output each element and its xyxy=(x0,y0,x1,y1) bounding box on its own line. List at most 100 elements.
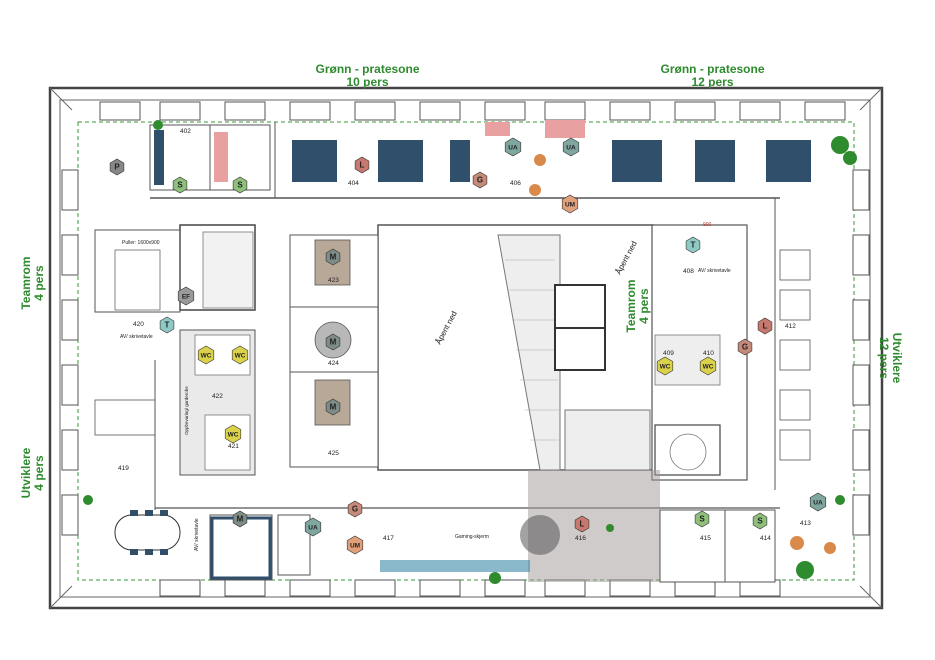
badge-wc-icon xyxy=(699,356,717,376)
badge-l-label: L xyxy=(580,520,585,529)
badge-l-label: L xyxy=(360,161,365,170)
av-note-2: AV/ skrivetavle xyxy=(698,268,731,274)
badge-um-icon xyxy=(561,194,579,214)
room-422-label: 422 xyxy=(212,393,223,400)
room-424-label: 424 xyxy=(328,360,339,367)
av-note-3: AV/ skrivetavle xyxy=(194,518,200,551)
badge-ua-label: UA xyxy=(308,525,318,532)
badge-s-icon xyxy=(752,512,768,530)
plants xyxy=(83,120,857,584)
av-note-1: AV/ skrivetavle xyxy=(120,334,153,340)
badge-g-label: G xyxy=(477,176,483,185)
room-425-label: 425 xyxy=(328,450,339,457)
room-416-label: 416 xyxy=(575,535,586,542)
badge-wc-icon xyxy=(231,345,249,365)
room-420-label: 420 xyxy=(133,321,144,328)
room-412-label: 412 xyxy=(785,323,796,330)
windows-bottom xyxy=(159,579,781,597)
badge-g-icon xyxy=(737,338,753,356)
room-410-label: 410 xyxy=(703,350,714,357)
badge-s-icon xyxy=(232,176,248,194)
badge-m-label: M xyxy=(330,253,337,262)
room-408-label: 408 xyxy=(683,268,694,275)
badge-l-label: L xyxy=(763,322,768,331)
badge-um-label: UM xyxy=(350,543,360,550)
badge-s-icon xyxy=(694,510,710,528)
room-413-label: 413 xyxy=(800,520,811,527)
storage-note: Oppbevaring/ garderobe xyxy=(184,386,189,435)
badge-l-icon xyxy=(757,317,773,335)
table-oval xyxy=(114,514,181,551)
room-417-label: 417 xyxy=(383,535,394,542)
badge-s-label: S xyxy=(699,515,705,524)
badge-m-label: M xyxy=(330,338,337,347)
zone-outline xyxy=(77,121,855,581)
badge-m-icon xyxy=(325,398,341,416)
badge-s-label: S xyxy=(757,517,763,526)
badge-ua-label: UA xyxy=(508,145,518,152)
badge-p-icon xyxy=(109,158,125,176)
badge-wc-label: WC xyxy=(228,432,239,439)
badge-ef-label: EF xyxy=(182,294,190,301)
badge-wc-label: WC xyxy=(235,353,246,360)
badge-wc-icon xyxy=(224,424,242,444)
badge-t-icon xyxy=(685,236,701,254)
badge-um-label: UM xyxy=(565,202,575,209)
windows-top xyxy=(99,101,846,121)
badge-ua-label: UA xyxy=(566,145,576,152)
room-406-label: 406 xyxy=(510,180,521,187)
badge-p-label: P xyxy=(114,163,120,172)
badge-l-icon xyxy=(574,515,590,533)
badge-g-icon xyxy=(347,500,363,518)
desks-right xyxy=(779,249,811,461)
puller-note: Puller: 1600x900 xyxy=(122,240,160,246)
badge-g-label: G xyxy=(742,343,748,352)
badge-wc-label: WC xyxy=(703,364,714,371)
badge-ua-icon xyxy=(809,492,827,512)
badge-um-icon xyxy=(346,535,364,555)
inner-wall xyxy=(59,99,871,598)
badge-wc-label: WC xyxy=(201,353,212,360)
room-numbers: 402 404 406 408 409 410 412 413 414 415 … xyxy=(118,128,811,542)
badge-s-label: S xyxy=(237,181,243,190)
badge-s-label: S xyxy=(177,181,183,190)
badge-t-label: T xyxy=(165,321,170,330)
room-415 xyxy=(659,509,726,583)
badge-wc-icon xyxy=(197,345,215,365)
room-421-label: 421 xyxy=(228,443,239,450)
badge-m-icon xyxy=(325,333,341,351)
room-415-label: 415 xyxy=(700,535,711,542)
badge-t-label: T xyxy=(691,241,696,250)
badge-g-icon xyxy=(472,171,488,189)
room-409-label: 409 xyxy=(663,350,674,357)
lounge-chairs xyxy=(529,154,836,554)
room-402-label: 402 xyxy=(180,128,191,135)
dim-note: 900 xyxy=(703,222,712,228)
badge-l-icon xyxy=(354,156,370,174)
badge-m-icon xyxy=(325,248,341,266)
desk-cluster-top xyxy=(292,140,811,182)
windows-sides xyxy=(61,169,870,536)
badge-g-label: G xyxy=(352,505,358,514)
badge-m-label: M xyxy=(330,403,337,412)
room-423-label: 423 xyxy=(328,277,339,284)
badge-t-icon xyxy=(159,316,175,334)
badge-ua-label: UA xyxy=(813,500,823,507)
room-404-label: 404 xyxy=(348,180,359,187)
badge-s-icon xyxy=(172,176,188,194)
room-419-label: 419 xyxy=(118,465,129,472)
badge-m-label: M xyxy=(237,515,244,524)
badge-ua-icon xyxy=(304,517,322,537)
room-414 xyxy=(724,509,776,583)
badge-ua-icon xyxy=(504,137,522,157)
room-414-label: 414 xyxy=(760,535,771,542)
